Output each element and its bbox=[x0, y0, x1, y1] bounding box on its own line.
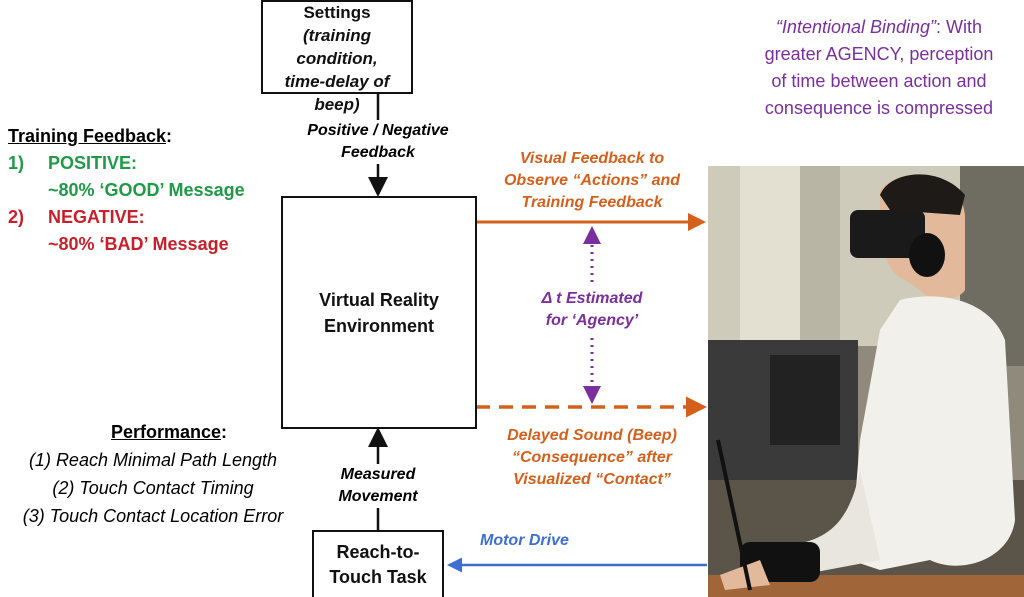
item-label: POSITIVE: bbox=[48, 153, 138, 173]
delta-line1: Δ t Estimated bbox=[541, 290, 643, 307]
training-feedback-heading: Training Feedback bbox=[8, 126, 167, 146]
item-detail: ~80% ‘BAD’ Message bbox=[48, 234, 229, 254]
training-feedback-list: Training Feedback: 1) POSITIVE: ~80% ‘GOO… bbox=[8, 123, 245, 258]
feedback-item-negative: 2) NEGATIVE: bbox=[8, 204, 245, 231]
measured-line2: Movement bbox=[338, 486, 418, 508]
delayed-line2: “Consequence” after bbox=[511, 449, 673, 466]
vr-participant-photo bbox=[708, 166, 1024, 597]
settings-line3: time-delay of beep) bbox=[284, 72, 390, 114]
visual-line1: Visual Feedback to bbox=[519, 150, 665, 167]
performance-item: (1) Reach Minimal Path Length bbox=[28, 450, 278, 470]
reach-line1: Reach-to- bbox=[336, 542, 420, 562]
settings-title: Experiment Settings bbox=[303, 3, 371, 22]
item-label: NEGATIVE: bbox=[48, 207, 145, 227]
vr-environment-box: Virtual Reality Environment bbox=[281, 196, 477, 429]
binding-title: “Intentional Binding” bbox=[775, 17, 937, 37]
binding-line1: : With bbox=[936, 17, 983, 37]
item-detail: ~80% ‘GOOD’ Message bbox=[48, 180, 245, 200]
performance-item: (3) Touch Contact Location Error bbox=[22, 506, 284, 526]
delayed-sound-label: Delayed Sound (Beep) “Consequence” after… bbox=[472, 425, 712, 491]
delayed-line1: Delayed Sound (Beep) bbox=[507, 427, 677, 444]
delayed-line3: Visualized “Contact” bbox=[513, 471, 671, 488]
binding-line2: greater AGENCY, perception bbox=[764, 44, 994, 64]
intentional-binding-note: “Intentional Binding”: With greater AGEN… bbox=[738, 14, 1020, 122]
motor-drive-label: Motor Drive bbox=[480, 532, 569, 549]
experiment-settings-box: Experiment Settings (training condition,… bbox=[261, 0, 413, 114]
feedback-arrow-label: Positive / Negative Feedback bbox=[278, 120, 478, 164]
feedback-label-line1: Positive / Negative bbox=[307, 120, 449, 142]
feedback-item-positive: 1) POSITIVE: bbox=[8, 150, 245, 177]
vr-line2: Environment bbox=[323, 315, 434, 336]
reach-line2: Touch Task bbox=[329, 567, 427, 587]
performance-heading: Performance bbox=[110, 422, 222, 442]
reach-to-touch-box: Reach-to- Touch Task bbox=[312, 530, 444, 597]
delta-t-label: Δ t Estimated for ‘Agency’ bbox=[512, 288, 672, 332]
training-colon: : bbox=[166, 126, 173, 146]
item-num: 1) bbox=[8, 153, 25, 173]
visual-line3: Training Feedback bbox=[521, 194, 663, 211]
binding-line4: consequence is compressed bbox=[764, 98, 994, 118]
measured-line1: Measured bbox=[340, 464, 416, 486]
vr-line1: Virtual Reality bbox=[319, 289, 439, 310]
delta-line2: for ‘Agency’ bbox=[545, 312, 639, 329]
visual-feedback-label: Visual Feedback to Observe “Actions” and… bbox=[472, 148, 712, 214]
performance-list: Performance: (1) Reach Minimal Path Leng… bbox=[0, 418, 298, 530]
feedback-label-line2: Feedback bbox=[341, 142, 415, 164]
performance-colon: : bbox=[221, 422, 228, 442]
performance-item: (2) Touch Contact Timing bbox=[52, 478, 254, 498]
visual-line2: Observe “Actions” and bbox=[503, 172, 681, 189]
settings-line2: (training condition, bbox=[296, 26, 378, 68]
binding-line3: of time between action and bbox=[771, 71, 987, 91]
measured-movement-label: Measured Movement bbox=[300, 464, 456, 508]
item-num: 2) bbox=[8, 207, 25, 227]
